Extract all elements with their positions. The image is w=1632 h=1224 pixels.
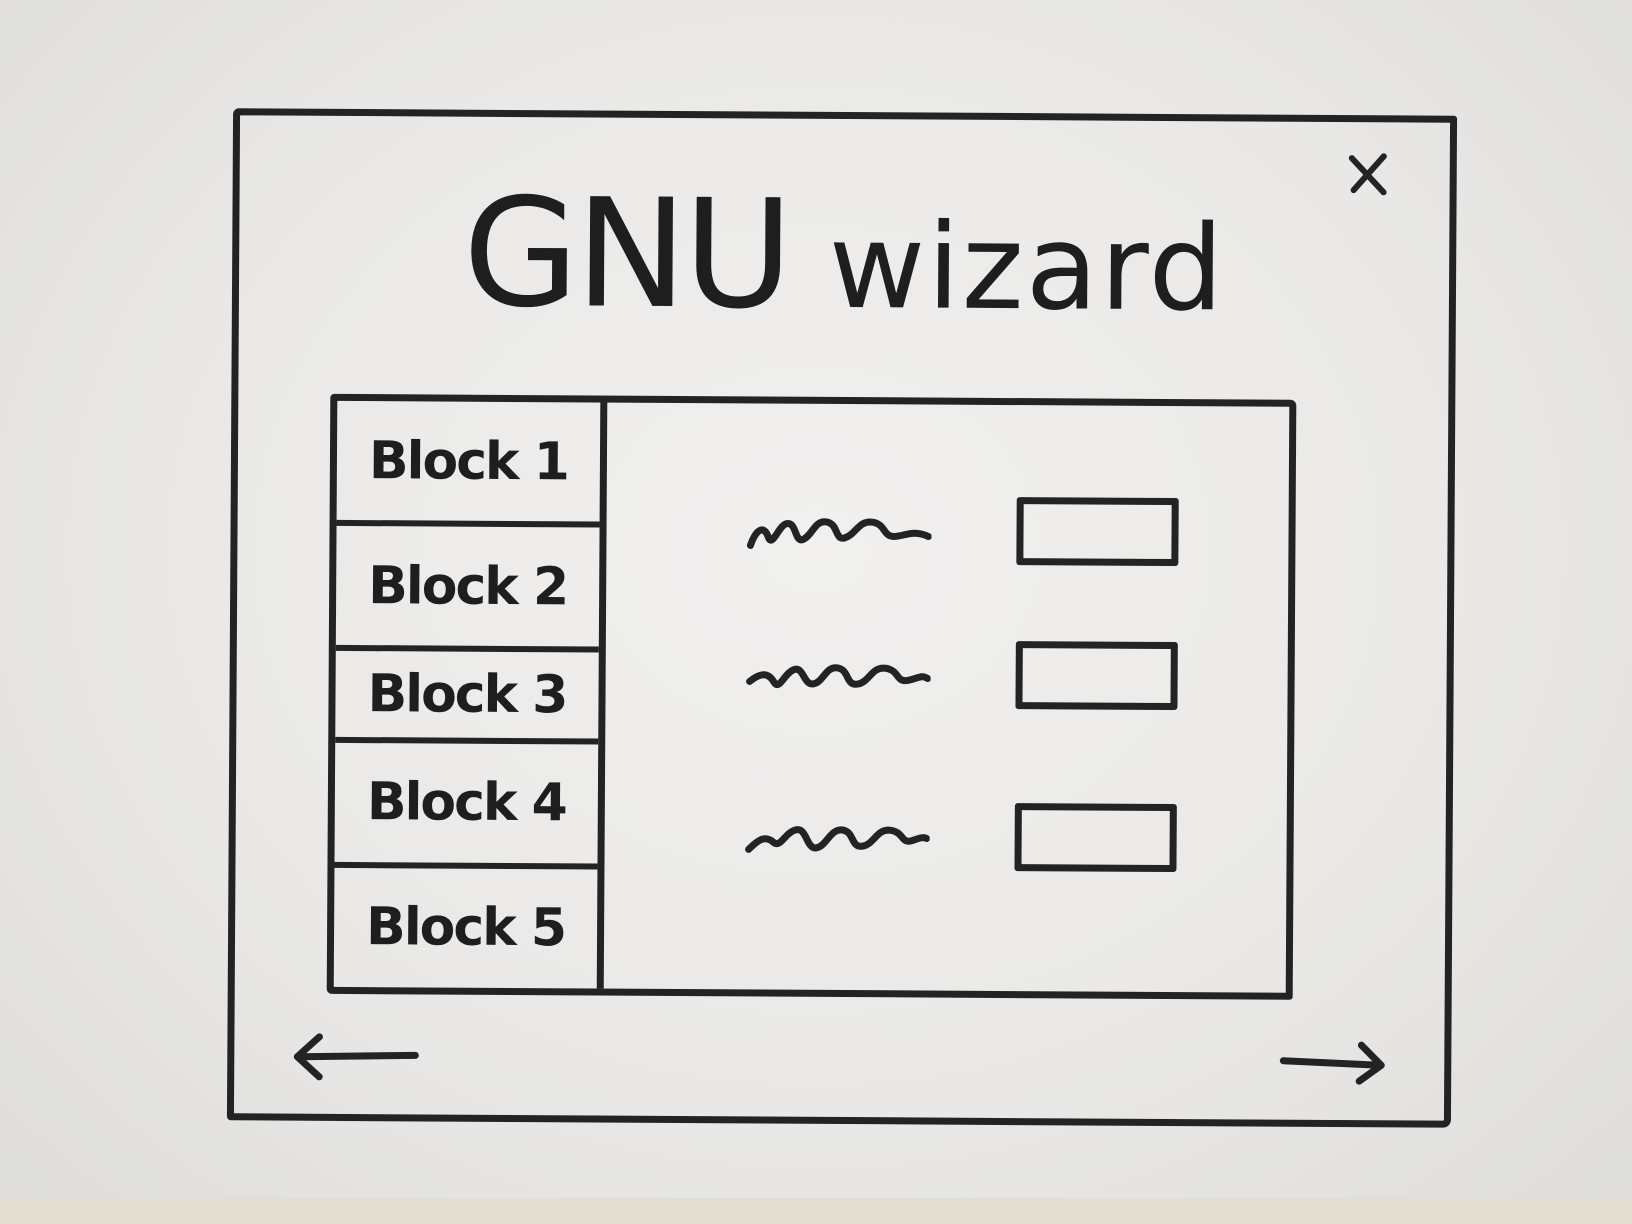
wizard-window: GNU wizard Block 1 Block 2 Block 3 Block… [226,108,1458,1128]
window-title-wizard: wizard [828,196,1226,338]
content-area [604,403,1290,993]
placeholder-text-squiggle [746,664,931,689]
sidebar-item-block-2[interactable]: Block 2 [335,525,600,653]
next-button[interactable] [1264,1032,1404,1093]
window-title: GNU wizard [239,167,1450,343]
close-icon [1348,153,1387,196]
sidebar-item-block-5[interactable]: Block 5 [365,897,566,959]
photo-table-edge [0,1198,1632,1224]
text-field-2[interactable] [1015,641,1178,711]
form-field-row-2 [745,639,1178,711]
placeholder-text-squiggle [746,518,932,549]
sidebar-item-block-3[interactable]: Block 3 [335,651,599,745]
sidebar-item-block-1[interactable]: Block 1 [336,400,601,528]
back-button[interactable] [284,1026,424,1087]
window-title-gnu: GNU [462,166,790,343]
form-field-row-3 [744,801,1177,873]
arrow-right-icon [1279,1041,1385,1085]
placeholder-text-squiggle [745,826,930,853]
close-button[interactable] [1338,144,1398,204]
wizard-panel: Block 1 Block 2 Block 3 Block 4 Block 5 [326,393,1297,1000]
arrow-left-icon [293,1033,419,1081]
sidebar: Block 1 Block 2 Block 3 Block 4 Block 5 [333,400,608,989]
sidebar-item-block-4[interactable]: Block 4 [334,742,599,870]
form-field-row-1 [746,495,1179,567]
text-field-3[interactable] [1014,803,1177,873]
text-field-1[interactable] [1016,497,1179,567]
